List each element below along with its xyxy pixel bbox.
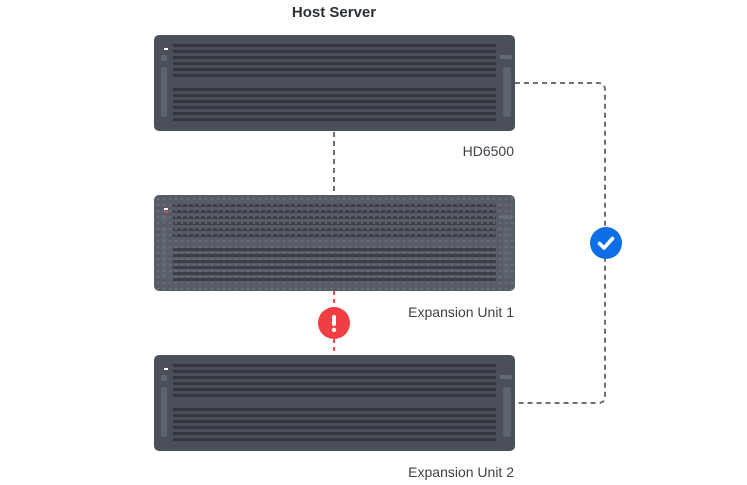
left-handle xyxy=(161,387,167,437)
drive-bay-stripe xyxy=(173,234,496,237)
drive-bay-stripe xyxy=(173,414,496,417)
server-expansion-unit-1-label: Expansion Unit 1 xyxy=(408,304,514,320)
drive-bay-stripe xyxy=(173,44,496,47)
drive-bay-stripe xyxy=(173,106,496,109)
drive-bays xyxy=(173,43,496,123)
drive-bay-stripe xyxy=(173,272,496,275)
drive-bay-stripe xyxy=(173,228,496,231)
drive-bay-stripe xyxy=(173,394,496,397)
left-handle xyxy=(161,67,167,117)
drive-bay-stripe xyxy=(173,382,496,385)
drive-bay-stripe xyxy=(173,50,496,53)
drive-bay-stripe xyxy=(173,62,496,65)
drive-bay-stripe xyxy=(173,426,496,429)
checkmark-icon xyxy=(597,236,615,250)
error-badge[interactable] xyxy=(318,307,350,339)
server-host[interactable] xyxy=(154,35,515,131)
right-handle xyxy=(503,227,511,277)
right-tab xyxy=(500,215,512,219)
server-host-label: HD6500 xyxy=(462,143,514,159)
power-button xyxy=(161,55,167,61)
drive-bay-stripe xyxy=(173,222,496,225)
server-expansion-unit-2[interactable] xyxy=(154,355,515,451)
fault-led xyxy=(164,211,168,213)
drive-bay-stripe xyxy=(173,210,496,213)
drive-bay-stripe xyxy=(173,68,496,71)
status-led xyxy=(164,48,168,50)
drive-bay-stripe xyxy=(173,260,496,263)
ok-badge[interactable] xyxy=(590,227,622,259)
status-led xyxy=(164,208,168,210)
right-handle xyxy=(503,67,511,117)
drive-bay-stripe xyxy=(173,56,496,59)
drive-bay-stripe xyxy=(173,254,496,257)
power-button xyxy=(161,375,167,381)
drive-bay-stripe xyxy=(173,94,496,97)
server-expansion-unit-2-label: Expansion Unit 2 xyxy=(408,464,514,480)
drive-bay-stripe xyxy=(173,216,496,219)
drive-bay-stripe xyxy=(173,100,496,103)
drive-bay-stripe xyxy=(173,388,496,391)
drive-bay-stripe xyxy=(173,88,496,91)
drive-bay-stripe xyxy=(173,248,496,251)
drive-bay-stripe xyxy=(173,204,496,207)
drive-bay-stripe xyxy=(173,408,496,411)
drive-bays xyxy=(173,363,496,443)
status-led xyxy=(164,368,168,370)
server-expansion-unit-1[interactable] xyxy=(154,195,515,291)
drive-bay-stripe xyxy=(173,118,496,121)
drive-bays xyxy=(173,203,496,283)
drive-bay-stripe xyxy=(173,74,496,77)
drive-bay-stripe xyxy=(173,376,496,379)
diagram-title: Host Server xyxy=(291,4,377,21)
drive-bay-stripe xyxy=(173,364,496,367)
power-button xyxy=(161,215,167,221)
left-handle xyxy=(161,227,167,277)
drive-bay-stripe xyxy=(173,370,496,373)
drive-bay-stripe xyxy=(173,278,496,281)
drive-bay-stripe xyxy=(173,112,496,115)
drive-bay-stripe xyxy=(173,420,496,423)
right-tab xyxy=(500,55,512,59)
drive-bay-stripe xyxy=(173,266,496,269)
right-tab xyxy=(500,375,512,379)
drive-bay-stripe xyxy=(173,438,496,441)
exclamation-icon xyxy=(331,315,337,333)
drive-bay-stripe xyxy=(173,432,496,435)
right-handle xyxy=(503,387,511,437)
